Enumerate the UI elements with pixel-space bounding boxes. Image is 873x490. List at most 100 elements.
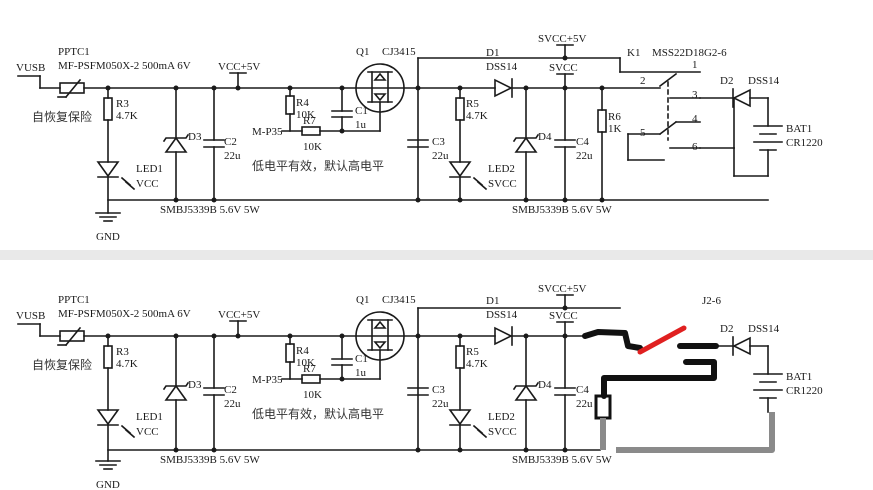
- c4-value-bottom: 22u: [576, 398, 593, 410]
- k1-pin-6: 6: [692, 141, 698, 153]
- r5-ref-bottom: R5: [466, 346, 479, 358]
- r3-resistor-icon: [103, 97, 113, 121]
- gnd-label-bottom: GND: [96, 479, 120, 490]
- k1-pin-5: 5: [640, 127, 646, 139]
- led2-net: SVCC: [488, 178, 517, 190]
- d3-ref: D3: [188, 131, 202, 143]
- r4-ref: R4: [296, 97, 309, 109]
- r4-value-bottom: 10K: [296, 357, 315, 369]
- svcc-label-bottom: SVCC: [549, 310, 578, 322]
- r4-resistor-icon-bottom: [285, 343, 295, 363]
- r3-resistor-icon-bottom: [103, 345, 113, 369]
- led2-net-bottom: SVCC: [488, 426, 517, 438]
- d2-ref: D2: [720, 75, 733, 87]
- annotation-red-switch: [637, 325, 687, 355]
- k1-contact-upper: [658, 72, 678, 88]
- low-active-note-bottom: 低电平有效，默认高电平: [252, 406, 384, 421]
- d2-diode-icon-bottom: [732, 336, 751, 356]
- d1-value: DSS14: [486, 61, 518, 73]
- gnd-label: GND: [96, 231, 120, 243]
- q1-mosfet-icon: [355, 63, 405, 132]
- battery-icon-bottom: [753, 373, 783, 399]
- r5-resistor-icon-bottom: [455, 345, 465, 369]
- k1-fragment-label: J2-6: [702, 295, 721, 307]
- d3-ref-bottom: D3: [188, 379, 202, 391]
- d3-zener-icon: [162, 133, 190, 153]
- k1-pin-3: 3: [692, 89, 698, 101]
- led1-net-bottom: VCC: [136, 426, 159, 438]
- led2-ref-bottom: LED2: [488, 411, 515, 423]
- r4-ref-bottom: R4: [296, 345, 309, 357]
- k1-contact-lower: [658, 120, 678, 136]
- panel-separator: [0, 250, 873, 260]
- bat-ref-bottom: BAT1: [786, 371, 812, 383]
- c2-value-bottom: 22u: [224, 398, 241, 410]
- c2-ref-bottom: C2: [224, 384, 237, 396]
- bat-ref: BAT1: [786, 123, 812, 135]
- c1-ref-bottom: C1: [355, 353, 368, 365]
- zener-left-label: SMBJ5339B 5.6V 5W: [160, 204, 260, 216]
- c1-value-bottom: 1u: [355, 367, 367, 379]
- fuse-note-bottom: 自恢复保险: [32, 357, 92, 372]
- top-schematic: VUSB PPTC1 MF-PSFM050X-2 500mA 6V 自恢复保险 …: [16, 33, 823, 243]
- c4-capacitor-icon: [554, 139, 576, 148]
- r6-ref: R6: [608, 111, 621, 123]
- c2-capacitor-icon: [203, 139, 225, 148]
- bottom-schematic: VUSB PPTC1 MF-PSFM050X-2 500mA 6V 自恢复保险 …: [16, 283, 823, 490]
- c1-value: 1u: [355, 119, 367, 131]
- d2-value: DSS14: [748, 75, 780, 87]
- led2-ref: LED2: [488, 163, 515, 175]
- led1-ref-bottom: LED1: [136, 411, 163, 423]
- r7-value: 10K: [303, 141, 322, 153]
- svcc-top-label: SVCC+5V: [538, 33, 586, 45]
- led2-icon: [448, 161, 488, 191]
- d3-zener-icon-bottom: [162, 381, 190, 401]
- mp35-label: M-P35: [252, 126, 283, 138]
- q1-ref: Q1: [356, 46, 369, 58]
- k1-ref: K1: [627, 47, 640, 59]
- r5-value: 4.7K: [466, 110, 488, 122]
- c1-capacitor-icon: [331, 110, 353, 118]
- d4-zener-icon: [512, 133, 540, 153]
- d4-zener-icon-bottom: [512, 381, 540, 401]
- low-active-note: 低电平有效，默认高电平: [252, 158, 384, 173]
- r3-ref-bottom: R3: [116, 346, 129, 358]
- annotation-resistor-box: [594, 394, 612, 420]
- ground-icon-bottom: [95, 460, 121, 470]
- c2-value: 22u: [224, 150, 241, 162]
- c4-ref-bottom: C4: [576, 384, 589, 396]
- c3-ref-bottom: C3: [432, 384, 445, 396]
- r6-value: 1K: [608, 123, 622, 135]
- ptc-fuse-icon-bottom: [57, 326, 85, 347]
- k1-value: MSS22D18G2-6: [652, 47, 727, 59]
- k1-pin-4: 4: [692, 113, 698, 125]
- c4-value: 22u: [576, 150, 593, 162]
- d2-diode-icon: [732, 88, 751, 108]
- d2-value-bottom: DSS14: [748, 323, 780, 335]
- zener-right-label: SMBJ5339B 5.6V 5W: [512, 204, 612, 216]
- d4-ref-bottom: D4: [538, 379, 552, 391]
- svcc-top-label-bottom: SVCC+5V: [538, 283, 586, 295]
- c2-capacitor-icon-bottom: [203, 387, 225, 396]
- c3-ref: C3: [432, 136, 445, 148]
- r6-resistor-icon: [597, 109, 607, 133]
- d4-ref: D4: [538, 131, 552, 143]
- q1-ref-bottom: Q1: [356, 294, 369, 306]
- led1-icon: [96, 161, 136, 191]
- c3-value: 22u: [432, 150, 449, 162]
- k1-pin-2: 2: [640, 75, 646, 87]
- annotation-gray-stroke-bottom: [616, 412, 775, 453]
- r7-ref-bottom: R7: [303, 363, 316, 375]
- led1-icon-bottom: [96, 409, 136, 439]
- c3-capacitor-icon-bottom: [407, 387, 429, 396]
- vcc-label: VCC+5V: [218, 61, 260, 73]
- r4-value: 10K: [296, 109, 315, 121]
- c2-ref: C2: [224, 136, 237, 148]
- vcc-label-bottom: VCC+5V: [218, 309, 260, 321]
- annotation-black-stroke-upper: [582, 329, 643, 351]
- r5-ref: R5: [466, 98, 479, 110]
- led2-icon-bottom: [448, 409, 488, 439]
- vusb-label-bottom: VUSB: [16, 310, 45, 322]
- r5-value-bottom: 4.7K: [466, 358, 488, 370]
